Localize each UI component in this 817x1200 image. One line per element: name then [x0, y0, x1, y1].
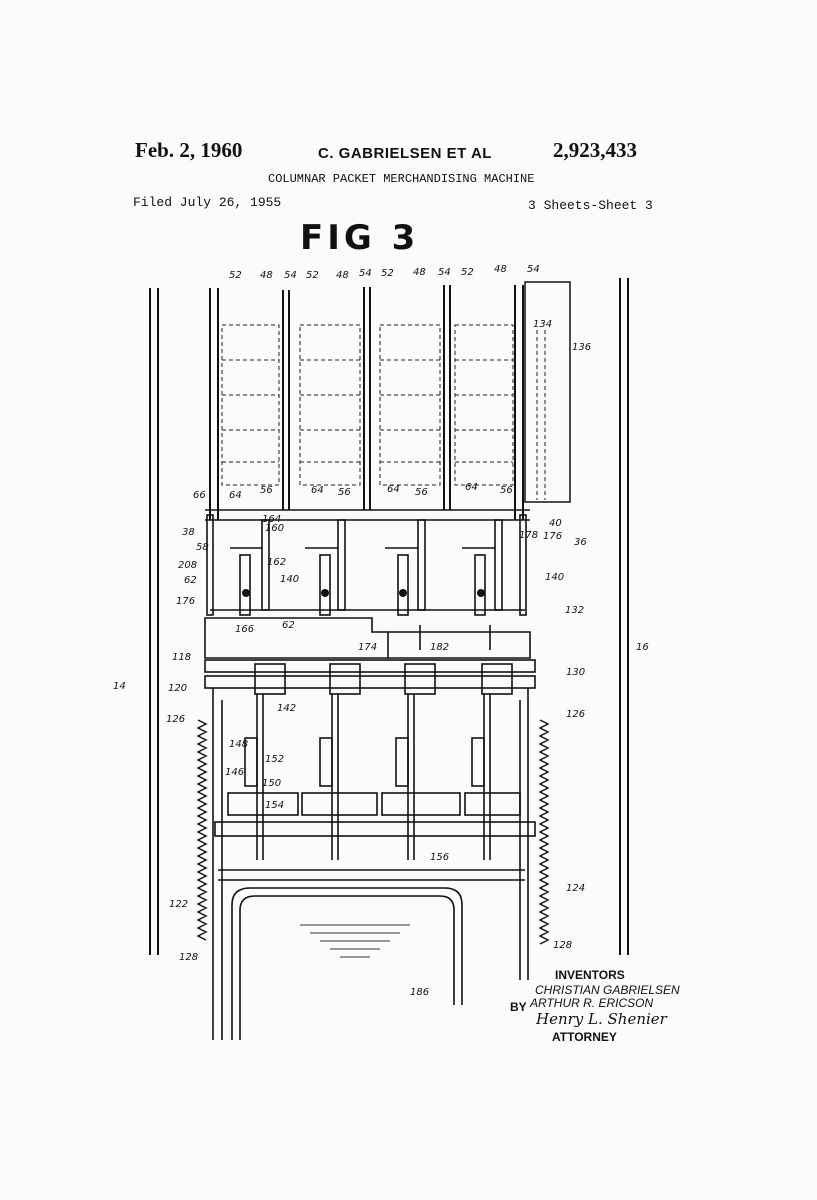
ref-130: 130: [566, 667, 585, 678]
ref-140: 140: [545, 572, 564, 583]
ref-176: 176: [543, 531, 562, 542]
ref-120: 120: [168, 683, 187, 694]
ref-186: 186: [410, 987, 429, 998]
ref-156: 156: [430, 852, 449, 863]
ref-162: 162: [267, 557, 286, 568]
by-label: BY: [510, 1000, 527, 1014]
ref-36: 36: [574, 537, 587, 548]
ref-48: 48: [494, 264, 507, 275]
sheet-count: 3 Sheets-Sheet 3: [528, 198, 653, 213]
ref-164: 164: [262, 514, 281, 525]
ref-132: 132: [565, 605, 584, 616]
ref-52: 52: [229, 270, 242, 281]
ref-48: 48: [413, 267, 426, 278]
ref-64: 64: [311, 485, 324, 496]
ref-124: 124: [566, 883, 585, 894]
ref-56: 56: [415, 487, 428, 498]
ref-126: 126: [166, 714, 185, 725]
inventor-line: C. GABRIELSEN ET AL: [318, 145, 492, 162]
ref-122: 122: [169, 899, 188, 910]
ref-148: 148: [229, 739, 248, 750]
figure-title: FIG 3: [300, 218, 420, 258]
ref-134: 134: [533, 319, 552, 330]
filed-date: Filed July 26, 1955: [133, 195, 282, 210]
ref-118: 118: [172, 652, 191, 663]
ref-126: 126: [566, 709, 585, 720]
ref-64: 64: [387, 484, 400, 495]
ref-128: 128: [553, 940, 572, 951]
ref-152: 152: [265, 754, 284, 765]
ref-48: 48: [260, 270, 273, 281]
patent-title: COLUMNAR PACKET MERCHANDISING MACHINE: [268, 172, 535, 186]
ref-52: 52: [306, 270, 319, 281]
ref-66: 66: [193, 490, 206, 501]
ref-62: 62: [184, 575, 197, 586]
inventor-name-2: ARTHUR R. ERICSON: [530, 996, 654, 1010]
ref-62: 62: [282, 620, 295, 631]
ref-16: 16: [636, 642, 649, 653]
ref-54: 54: [359, 268, 372, 279]
ref-54: 54: [527, 264, 540, 275]
ref-146: 146: [225, 767, 244, 778]
inventor-name-1: CHRISTIAN GABRIELSEN: [535, 983, 680, 997]
ref-176: 176: [176, 596, 195, 607]
ref-128: 128: [179, 952, 198, 963]
ref-48: 48: [336, 270, 349, 281]
ref-14: 14: [113, 681, 126, 692]
patent-date: Feb. 2, 1960: [135, 138, 243, 162]
inventors-heading: INVENTORS: [555, 968, 625, 982]
ref-58: 58: [196, 542, 209, 553]
ref-182: 182: [430, 642, 449, 653]
ref-150: 150: [262, 778, 281, 789]
ref-142: 142: [277, 703, 296, 714]
ref-38: 38: [182, 527, 195, 538]
ref-174: 174: [358, 642, 377, 653]
ref-54: 54: [284, 270, 297, 281]
ref-56: 56: [500, 485, 513, 496]
ref-178: 178: [519, 530, 538, 541]
ref-52: 52: [381, 268, 394, 279]
patent-number: 2,923,433: [553, 138, 637, 162]
ref-56: 56: [338, 487, 351, 498]
ref-208: 208: [178, 560, 197, 571]
ref-160: 160: [265, 523, 284, 534]
ref-64: 64: [229, 490, 242, 501]
ref-52: 52: [461, 267, 474, 278]
ref-54: 54: [438, 267, 451, 278]
ref-56: 56: [260, 485, 273, 496]
attorney-label: ATTORNEY: [552, 1030, 617, 1044]
ref-40: 40: [549, 518, 562, 529]
ref-136: 136: [572, 342, 591, 353]
ref-140: 140: [280, 574, 299, 585]
attorney-signature: Henry L. Shenier: [536, 1010, 667, 1028]
ref-166: 166: [235, 624, 254, 635]
ref-154: 154: [265, 800, 284, 811]
ref-64: 64: [465, 482, 478, 493]
